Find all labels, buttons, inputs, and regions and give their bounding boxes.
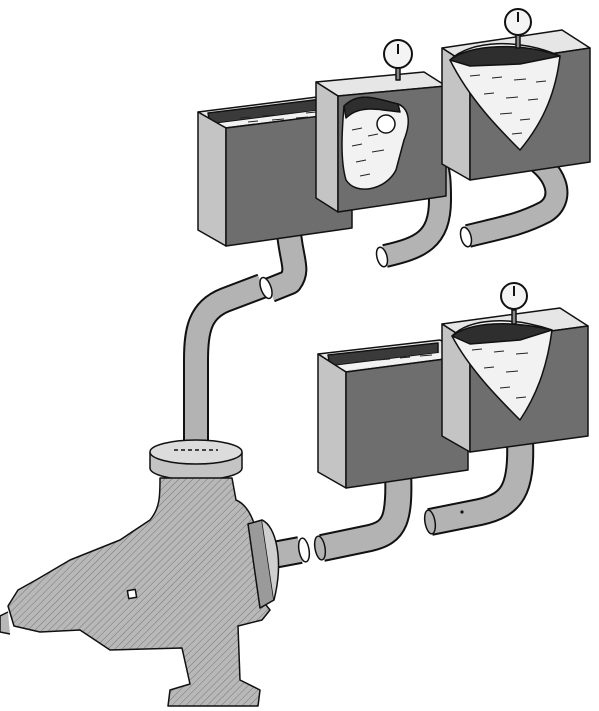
open-tank-bottom — [317, 339, 469, 489]
centrifugal-pump — [0, 439, 280, 707]
cutaway-opening — [451, 320, 553, 421]
discharge-flange — [247, 519, 280, 609]
pressure-gauge-icon — [504, 8, 532, 49]
pump-shaft — [0, 611, 11, 635]
pipe-open-tank-top-to-pump — [183, 221, 308, 440]
pressure-gauge-icon — [383, 39, 413, 81]
closed-tank-cutaway-bottom-right — [441, 282, 589, 453]
pipe-closed-tank-top-right — [459, 139, 569, 248]
tank-front-face — [197, 111, 227, 247]
suction-flange — [149, 439, 243, 481]
cutaway-opening — [449, 43, 561, 151]
closed-tank-cutaway-top-right — [441, 8, 591, 181]
liquid-surface — [212, 110, 344, 126]
pipe-closed-tank-bottom-right — [423, 439, 535, 536]
pump-casing — [7, 477, 271, 707]
closed-tank-float — [315, 39, 447, 213]
pressure-gauge-icon — [500, 282, 528, 325]
pipe-network — [183, 120, 569, 570]
float-ball — [376, 114, 396, 134]
pump-port — [126, 588, 138, 600]
